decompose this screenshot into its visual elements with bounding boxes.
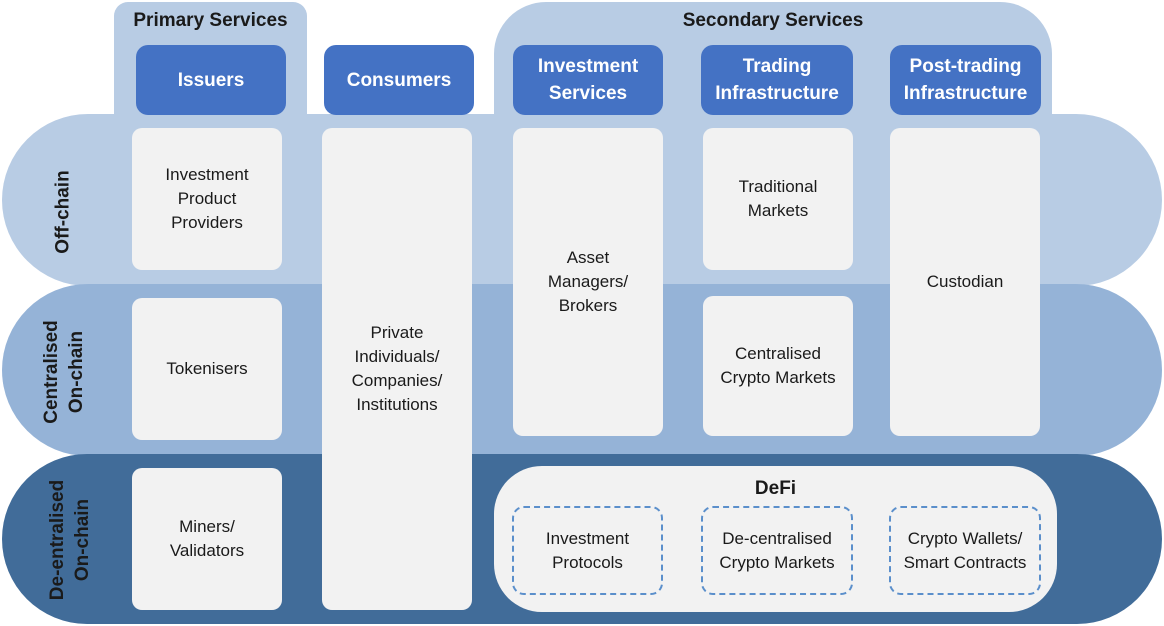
centralised-crypto-markets-cell: Centralised Crypto Markets [703, 296, 853, 436]
defi-container [494, 466, 1057, 612]
defi-title: DeFi [754, 478, 797, 499]
consumers-header: Consumers [324, 45, 474, 115]
tokenisers-cell: Tokenisers [132, 298, 282, 440]
centralised-on-chain-label: Centralised On-chain [41, 320, 87, 424]
miners-validators-cell: Miners/ Validators [132, 468, 282, 610]
decentralised-crypto-markets-box: De-centralised Crypto Markets [701, 506, 853, 595]
investment-protocols-box: Investment Protocols [512, 506, 663, 595]
post-trading-infrastructure-header: Post-trading Infrastructure [890, 45, 1041, 115]
off-chain-label: Off-chain [52, 170, 74, 254]
crypto-wallets-smart-contracts-box: Crypto Wallets/ Smart Contracts [889, 506, 1041, 595]
secondary-services-title: Secondary Services [682, 10, 864, 31]
investment-product-providers-cell: Investment Product Providers [132, 128, 282, 270]
issuers-header: Issuers [136, 45, 286, 115]
traditional-markets-cell: Traditional Markets [703, 128, 853, 270]
asset-managers-brokers-cell: Asset Managers/ Brokers [513, 128, 663, 436]
trading-infrastructure-header: Trading Infrastructure [701, 45, 853, 115]
investment-services-header: Investment Services [513, 45, 663, 115]
primary-services-title: Primary Services [133, 10, 288, 31]
custodian-cell: Custodian [890, 128, 1040, 436]
consumers-cell: Private Individuals/ Companies/ Institut… [322, 128, 472, 610]
decentralised-on-chain-label: De-entralised On-chain [47, 479, 93, 601]
